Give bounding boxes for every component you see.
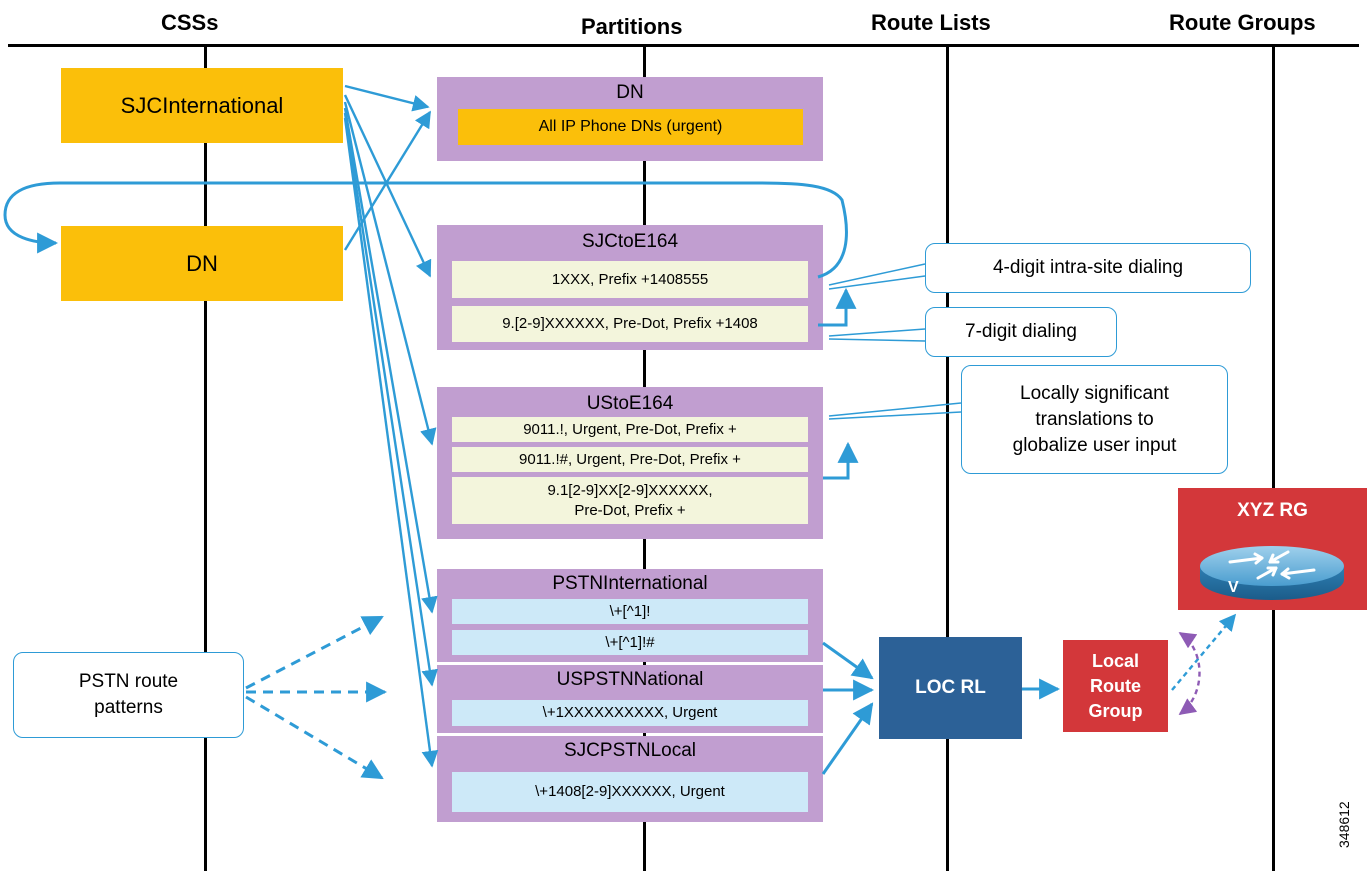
- callout-local-translations: Locally significant translations to glob…: [961, 365, 1228, 474]
- sjc-pattern-up-arrow: [818, 287, 857, 327]
- svg-text:V: V: [1228, 579, 1239, 596]
- local-route-group: Local Route Group: [1063, 640, 1168, 732]
- local-route-group-line-3: Group: [1088, 700, 1143, 721]
- partition-us-to-e164: UStoE164 9011.!, Urgent, Pre-Dot, Prefix…: [437, 387, 823, 539]
- lrg-rg-binding-arrow: [1178, 631, 1201, 715]
- callout-four-digit-dialing: 4-digit intra-site dialing: [925, 243, 1251, 293]
- pstn-patterns-dashed-arrows: [245, 615, 388, 780]
- callout-seven-digit-dialing-text: 7-digit dialing: [965, 321, 1077, 342]
- partition-us-to-e164-title: UStoE164: [586, 393, 674, 414]
- header-rule: [8, 44, 1359, 47]
- pattern-plus-not-1-hash: \+[^1]!#: [452, 630, 808, 655]
- lrg-to-rg-dotted-arrow: [1171, 613, 1237, 691]
- partition-pstn-international-title: PSTNInternational: [552, 573, 708, 594]
- pattern-1xxx: 1XXX, Prefix +1408555: [452, 261, 808, 298]
- partition-pstn-international: PSTNInternational \+[^1]! \+[^1]!#: [437, 569, 823, 662]
- route-group-xyz-rg: XYZ RG V: [1178, 488, 1367, 610]
- route-list-loc-rl: LOC RL: [879, 637, 1022, 739]
- partition-sjc-to-e164: SJCtoE164 1XXX, Prefix +1408555 9.[2-9]X…: [437, 225, 823, 350]
- to-route-list-arrows: [821, 641, 875, 775]
- column-line-route-lists: [946, 44, 949, 871]
- pattern-9-1-national-line-1: 9.1[2-9]XX[2-9]XXXXXX,: [547, 481, 713, 499]
- pattern-9-1-national-line-2: Pre-Dot, Prefix +: [574, 501, 686, 519]
- callout-local-translations-line-2: translations to: [1035, 408, 1154, 430]
- callout-pointers: [828, 263, 962, 420]
- callout-pstn-route-patterns-line-2: patterns: [94, 697, 163, 718]
- callout-pstn-route-patterns: PSTN route patterns: [13, 652, 244, 738]
- callout-pstn-route-patterns-line-1: PSTN route: [78, 671, 179, 692]
- pattern-plus-not-1: \+[^1]!: [452, 599, 808, 624]
- header-partitions: Partitions: [581, 14, 683, 39]
- partition-us-pstn-national-title: USPSTNNational: [556, 669, 704, 690]
- partition-dn-title: DN: [616, 82, 644, 103]
- router-icon: V: [1200, 546, 1344, 600]
- local-route-group-line-1: Local: [1091, 650, 1139, 671]
- pattern-9-1-national: 9.1[2-9]XX[2-9]XXXXXX, Pre-Dot, Prefix +: [452, 477, 808, 524]
- column-line-route-groups: [1272, 44, 1275, 871]
- pattern-9-2-9-xxxxxx: 9.[2-9]XXXXXX, Pre-Dot, Prefix +1408: [452, 306, 808, 342]
- callout-four-digit-dialing-text: 4-digit intra-site dialing: [992, 257, 1184, 278]
- css-sjc-international-label: SJCInternational: [120, 92, 284, 118]
- header-csss: CSSs: [161, 10, 219, 35]
- header-route-lists: Route Lists: [871, 10, 991, 35]
- pattern-9011-hash-urgent: 9011.!#, Urgent, Pre-Dot, Prefix +: [452, 447, 808, 472]
- loop-back-arrow: [3, 181, 848, 279]
- route-group-xyz-rg-label: XYZ RG: [1237, 500, 1308, 521]
- callout-local-translations-line-1: Locally significant: [1020, 382, 1169, 404]
- partition-sjc-pstn-local-title: SJCPSTNLocal: [564, 740, 696, 761]
- partition-sjc-to-e164-title: SJCtoE164: [581, 231, 679, 252]
- pattern-9011-urgent: 9011.!, Urgent, Pre-Dot, Prefix +: [452, 417, 808, 442]
- sjc-international-arrows: [343, 84, 439, 768]
- callout-local-translations-line-3: globalize user input: [1012, 434, 1177, 456]
- css-dn-label: DN: [186, 250, 218, 276]
- pattern-plus-1408-local: \+1408[2-9]XXXXXX, Urgent: [452, 772, 808, 812]
- pattern-all-ip-phone-dns: All IP Phone DNs (urgent): [458, 109, 803, 145]
- css-sjc-international: SJCInternational: [61, 68, 343, 143]
- callout-seven-digit-dialing: 7-digit dialing: [925, 307, 1117, 357]
- css-dn: DN: [61, 226, 343, 301]
- header-route-groups: Route Groups: [1169, 10, 1316, 35]
- partition-dn: DN All IP Phone DNs (urgent): [437, 77, 823, 161]
- local-route-group-line-2: Route: [1090, 675, 1141, 696]
- route-list-loc-rl-label: LOC RL: [915, 677, 986, 698]
- partition-sjc-pstn-local: SJCPSTNLocal \+1408[2-9]XXXXXX, Urgent: [437, 736, 823, 822]
- partition-us-pstn-national: USPSTNNational \+1XXXXXXXXXX, Urgent: [437, 665, 823, 733]
- dn-css-arrow: [343, 110, 432, 251]
- column-line-csss: [204, 44, 207, 871]
- us-pattern-up-arrow: [823, 441, 859, 480]
- pattern-plus-1-national: \+1XXXXXXXXXX, Urgent: [452, 700, 808, 726]
